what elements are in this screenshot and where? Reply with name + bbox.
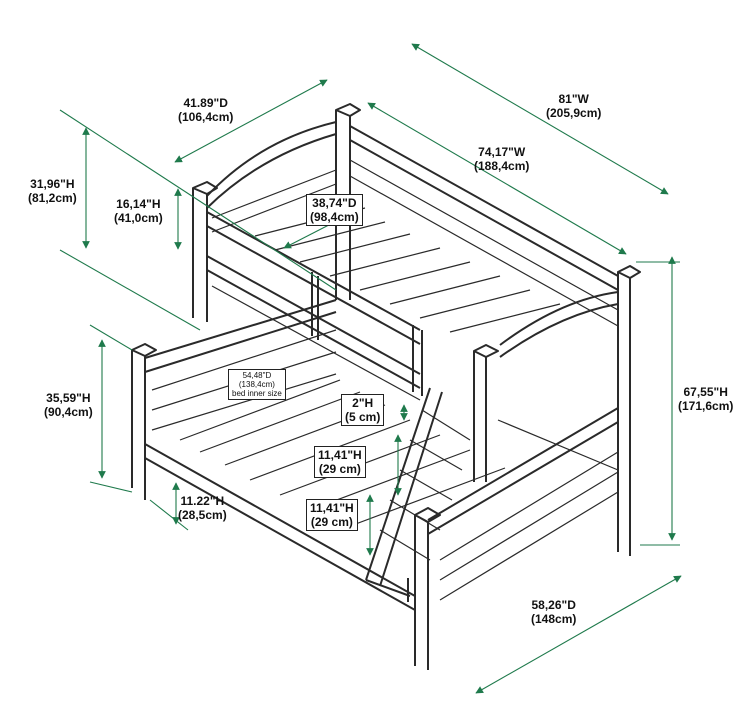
label-depth-bottom: 58,26"D (148cm)	[531, 598, 577, 626]
lower-bunk	[131, 299, 619, 670]
label-depth-top: 41.89"D (106,4cm)	[178, 96, 234, 124]
label-height-guard: 16,14"H (41,0cm)	[114, 197, 163, 225]
dimension-lines	[59, 43, 682, 694]
label-height-lower: 35,59"H (90,4cm)	[44, 391, 93, 419]
label-depth-lower: 54,48"D (138,4cm) bed inner size	[228, 369, 286, 400]
label-height-total: 67,55"H (171,6cm)	[678, 385, 734, 413]
upper-bunk	[192, 103, 641, 556]
label-width-overall: 81"W (205,9cm)	[546, 92, 602, 120]
label-depth-upper: 38,74"D (98,4cm)	[306, 194, 363, 226]
label-ladder-2: 11,41"H (29 cm)	[306, 499, 358, 531]
label-step: 2"H (5 cm)	[341, 394, 385, 426]
label-ladder-1: 11,41"H (29 cm)	[314, 446, 366, 478]
label-clearance: 11.22"H (28,5cm)	[178, 494, 227, 522]
label-height-head: 31,96"H (81,2cm)	[28, 177, 77, 205]
label-width-inner: 74,17"W (188,4cm)	[474, 145, 530, 173]
